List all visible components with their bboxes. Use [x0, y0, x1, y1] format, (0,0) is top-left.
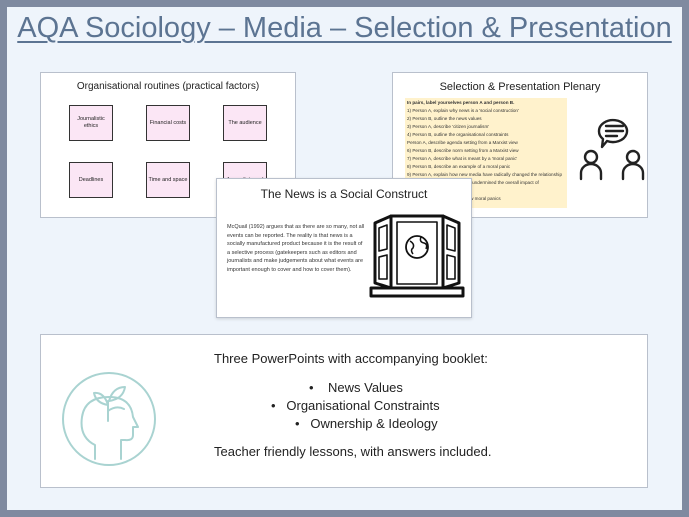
question-line: 1) Person A, explain why news is a 'soci… [407, 108, 519, 113]
slide-title: Organisational routines (practical facto… [76, 81, 260, 92]
question-line: 7) Person A, describe what is meant by a… [407, 156, 518, 161]
slide-title: The News is a Social Construct [260, 187, 428, 201]
question-line: between the audience and thus undermined… [407, 180, 539, 185]
info-intro: Three PowerPoints with accompanying book… [214, 351, 488, 366]
routine-box: Financial costs [146, 105, 190, 141]
slide-news-social-construct: The News is a Social Construct McQuail (… [216, 178, 472, 318]
question-line: 6) Person B, describe norm setting from … [407, 148, 519, 153]
discussion-people-icon [579, 118, 645, 181]
slide-plenary: Selection & Presentation Plenary In pair… [392, 72, 648, 218]
question-line: 2) Person B, outline the news values [407, 116, 482, 121]
bullet-organisational-constraints: • Organisational Constraints [271, 398, 440, 413]
info-footer: Teacher friendly lessons, with answers i… [214, 444, 492, 459]
bullet-ownership-ideology: • Ownership & Ideology [295, 416, 438, 431]
bullet-text: News Values [328, 380, 403, 395]
slide-title: Selection & Presentation Plenary [439, 81, 601, 93]
slide-organisational-routines: Organisational routines (practical facto… [40, 72, 296, 218]
bullet-text: Ownership & Ideology [310, 416, 438, 431]
product-info-panel: Three PowerPoints with accompanying book… [40, 334, 648, 488]
routine-box: Journalistic ethics [69, 105, 113, 141]
question-line: 3) Person A, describe 'citizen journalis… [407, 124, 490, 129]
question-line: Person A, describe agenda setting from a… [407, 140, 518, 145]
question-line: 9) Person A, explain how new media have … [407, 172, 563, 177]
bullet-text: Organisational Constraints [286, 398, 440, 413]
routine-box: Time and space [146, 162, 190, 198]
slide-body-text: McQuail (1992) argues that as there are … [227, 224, 365, 273]
question-line: In pairs, label yourselves person A and … [407, 100, 515, 105]
bullet-news-values: • News Values [309, 380, 403, 395]
open-window-globe-icon [369, 214, 465, 298]
routine-box: Deadlines [69, 162, 113, 198]
question-line: 8) Person B, describe an example of a mo… [407, 164, 511, 169]
routine-box: The audience [223, 105, 267, 141]
head-plant-icon [62, 372, 156, 466]
page-title: AQA Sociology – Media – Selection & Pres… [17, 12, 672, 44]
question-line: 4) Person B, outline the organisational … [407, 132, 509, 137]
